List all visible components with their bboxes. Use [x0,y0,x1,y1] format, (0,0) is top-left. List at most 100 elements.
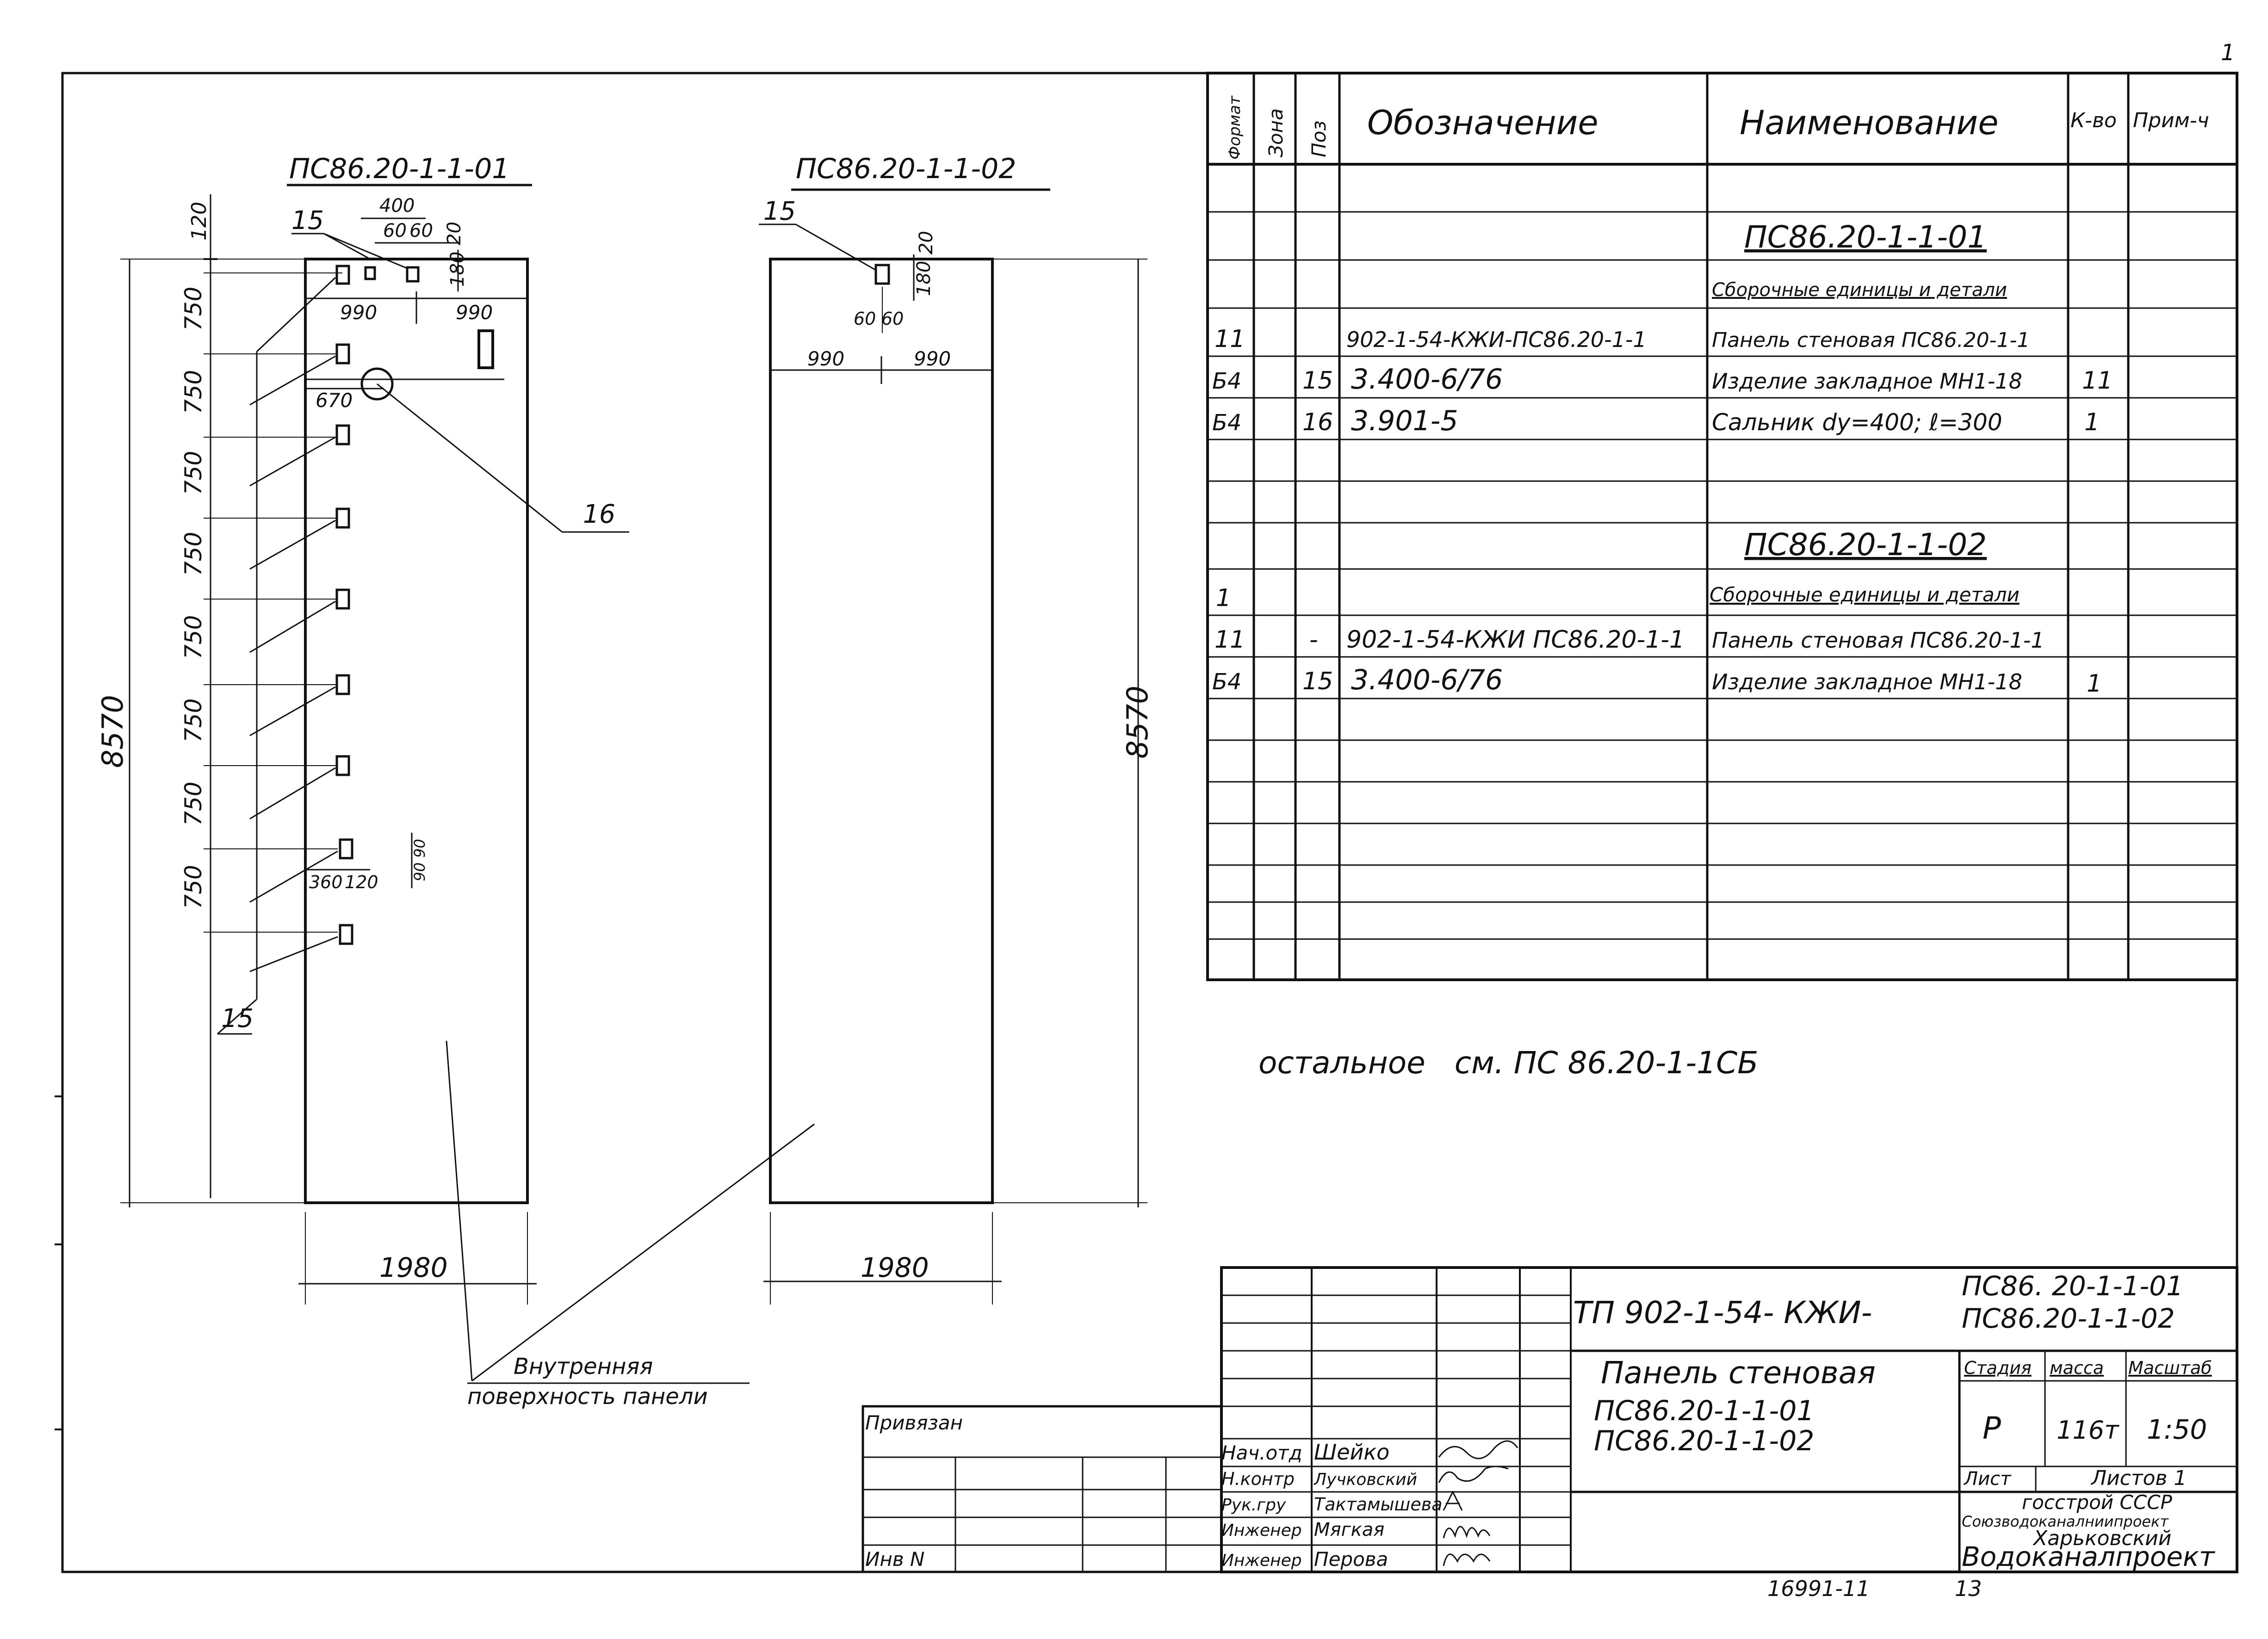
sheet-corner-number: 1 [2221,40,2235,66]
sheets-label: Листов 1 [2090,1466,2187,1490]
left-item-15-bottom-label: 15 [221,1003,254,1033]
scale-label: Масштаб [2128,1358,2212,1378]
spec-cell-name: ПС86.20-1-1-01 [1744,219,1987,255]
spec-cell-designation: 902-1-54-КЖИ ПС86.20-1-1 [1346,626,1685,654]
left-width-dim: 1980 [379,1252,448,1283]
embedded-parts-column [335,343,353,945]
object-name-line-3: ПС86.20-1-1-02 [1594,1425,1814,1457]
spec-cell-format: 11 [1215,626,1245,654]
dim-20: 20 [444,222,465,245]
rest-note: остальное см. ПС 86.20-1-1СБ [1258,1045,1758,1081]
spec-cell-name: Изделие закладное МН1-18 [1712,669,2022,694]
sleeve-circle [360,367,394,401]
spec-cell-pos: 16 [1302,408,1333,436]
spec-cell-designation: 902-1-54-КЖИ-ПС86.20-1-1 [1346,327,1647,352]
sheet-label: Лист [1963,1468,2012,1490]
spec-cell-format: Б4 [1212,410,1241,436]
spec-cell-name: Сборочные единицы и детали [1712,279,2007,301]
right-dim-990-left: 990 [807,347,844,370]
bound-label: Привязан [865,1411,963,1434]
dim-990-left: 990 [340,301,377,324]
spec-cell-format: 1 [1216,584,1231,612]
dim-120: 120 [345,872,378,892]
right-view: ПС86.20-1-1-02 15 20 180 60 60 990 990 8… [759,153,1154,1305]
staff-row: Инженер Мягкая [1221,1519,1491,1540]
pitch-ticks [204,258,342,933]
staff-row: Инженер Перова [1221,1548,1491,1571]
staff-role: Рук.гру [1221,1496,1286,1515]
left-height-dim: 8570 [96,695,130,768]
signature [1443,1490,1463,1511]
header-pos: Поз [1308,120,1330,157]
spec-row-lines [1208,211,2237,940]
staff-role: Н.контр [1221,1469,1295,1489]
left-view: ПС86.20-1-1-01 400 60 60 20 15 180 990 9… [96,153,629,1305]
item-15-leaders: 15 [217,277,338,1035]
dim-60b: 60 [409,220,433,241]
doc-code: ТП 902-1-54- КЖИ- [1573,1295,1872,1330]
spec-cell-qty: 1 [2087,670,2102,698]
right-height-dim: 8570 [1121,686,1154,759]
pitch-label: 750 [180,782,207,826]
pitch-label: 750 [180,532,207,576]
pitch-label: 750 [180,451,207,495]
doc-suffix-2: ПС86.20-1-1-02 [1962,1303,2175,1334]
right-dim-20: 20 [916,231,937,254]
spec-cell-format: Б4 [1212,669,1241,695]
staff-name: Перова [1314,1548,1388,1571]
header-name: Наименование [1740,103,1999,142]
embedded-part [874,264,890,285]
spec-cell-name: Сальник dy=400; ℓ=300 [1712,409,2002,436]
dim-90-90: 90 90 [411,839,428,881]
staff-name: Лучковский [1313,1470,1417,1489]
right-dim-60b: 60 [881,309,904,329]
left-item-16-label: 16 [583,499,615,529]
signature [1443,1553,1491,1566]
spec-row: ПС86.20-1-1-02 [1744,527,1987,563]
staff-row: Нач.отд Шейко [1221,1440,1518,1465]
right-view-title: ПС86.20-1-1-02 [796,153,1016,185]
inv-label: Инв N [865,1548,924,1571]
header-designation: Обозначение [1367,103,1599,142]
opening [477,329,494,369]
spec-row: ПС86.20-1-1-01 [1744,219,1987,255]
doc-suffix-1: ПС86. 20-1-1-01 [1962,1270,2183,1302]
pitch-label: 750 [180,370,207,414]
dim-180: 180 [447,252,468,287]
spec-cell-qty: 11 [2082,367,2113,395]
spec-cell-designation: 3.400-6/76 [1351,664,1503,696]
right-panel-outline [769,258,994,1204]
spec-row: Б4 15 3.400-6/76 Изделие закладное МН1-1… [1212,664,2102,698]
spec-row: 1 Сборочные единицы и детали [1216,583,2020,612]
spec-cell-pos: 15 [1302,668,1333,695]
dim-360: 360 [309,872,343,892]
object-name-line-1: Панель стеновая [1601,1355,1876,1391]
staff-row: Рук.гру Тактамышева [1221,1490,1463,1515]
spec-table: Формат Зона Поз Обозначение Наименование… [1206,72,2238,981]
org-line-4: Водоканалпроект [1962,1541,2216,1572]
org-line-1: госстрой СССР [2022,1491,2172,1514]
header-note: Прим-ч [2133,109,2209,132]
dim-60a: 60 [383,220,407,241]
header-qty: К-во [2070,109,2117,132]
staff-name: Мягкая [1314,1519,1384,1540]
spec-cell-designation: 3.400-6/76 [1351,363,1503,396]
spec-cell-designation: 3.901-5 [1351,405,1458,437]
signature [1438,1466,1509,1483]
inner-surface-line-1: Внутренняя [514,1354,653,1379]
spec-cell-name: Панель стеновая ПС86.20-1-1 [1712,628,2045,653]
spec-row: Б4 16 3.901-5 Сальник dy=400; ℓ=300 1 [1212,405,2100,437]
signature [1443,1526,1491,1539]
left-panel-outline [304,258,529,1204]
staff-name: Шейко [1314,1440,1389,1465]
staff-row: Н.контр Лучковский [1221,1466,1509,1489]
spec-row: 11 902-1-54-КЖИ-ПС86.20-1-1 Панель стено… [1215,325,2030,353]
spec-row: 11 - 902-1-54-КЖИ ПС86.20-1-1 Панель сте… [1215,626,2045,654]
spec-cell-name: Сборочные единицы и детали [1710,583,2020,606]
spec-row: Сборочные единицы и детали [1712,279,2007,301]
left-item-15-label: 15 [291,205,324,235]
dim-400: 400 [379,195,415,216]
org-line-2: Союзводоканалниипроект [1962,1513,2169,1530]
stage-label: Стадия [1964,1358,2032,1378]
